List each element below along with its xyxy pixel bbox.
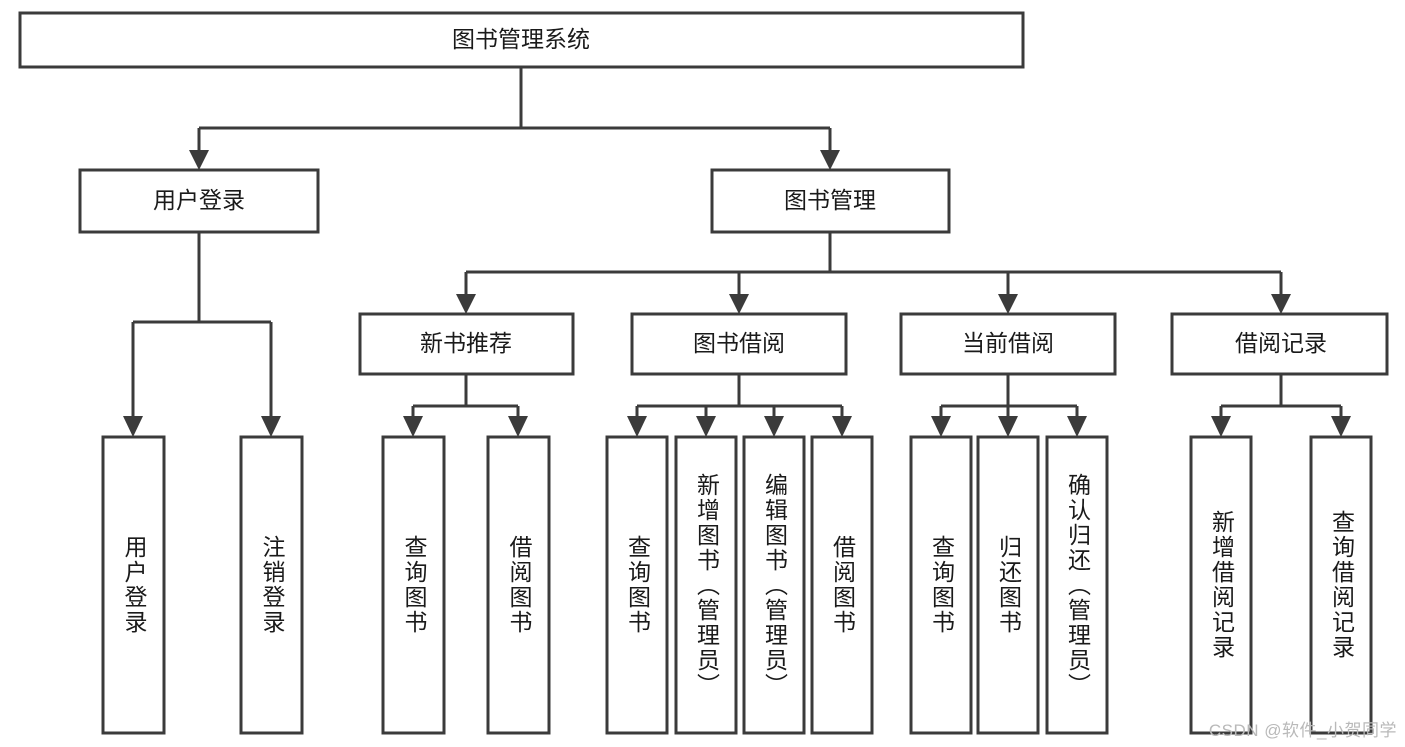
leaf-box-query-book-3[interactable] — [909, 435, 973, 735]
node-new-book-recommend[interactable]: 新书推荐 — [358, 312, 575, 376]
leaf-box-add-record[interactable] — [1189, 435, 1253, 735]
leaf-box-edit-book[interactable] — [742, 435, 806, 735]
arrow-br-l2 — [1331, 416, 1351, 437]
leaf-group-new-book-recommend — [381, 435, 551, 735]
node-root-box[interactable] — [18, 11, 1025, 69]
node-current-borrow[interactable]: 当前借阅 — [899, 312, 1117, 376]
node-book-manage[interactable]: 图书管理 — [710, 168, 951, 234]
leaf-box-borrow-book-2[interactable] — [810, 435, 874, 735]
node-current-borrow-label: 当前借阅 — [962, 330, 1054, 356]
arrow-nbr-l2 — [508, 416, 528, 437]
connector-group-user-login — [123, 232, 281, 437]
node-root[interactable]: 图书管理系统 — [18, 11, 1025, 69]
arrow-cb-l1 — [931, 416, 951, 437]
leaf-box-query-book-1[interactable] — [381, 435, 446, 735]
node-user-login-box[interactable] — [78, 168, 320, 234]
arrow-root-to-book-manage — [820, 150, 840, 170]
arrow-bm-c4 — [1271, 294, 1291, 314]
leaf-box-query-record[interactable] — [1309, 435, 1373, 735]
arrow-br-l1 — [1211, 416, 1231, 437]
leaf-box-confirm-return[interactable] — [1045, 435, 1109, 735]
arrow-cb-l3 — [1067, 416, 1087, 437]
leaf-group-user-login — [101, 435, 304, 735]
connector-group-current-borrow — [931, 374, 1087, 437]
node-new-book-recommend-box[interactable] — [358, 312, 575, 376]
arrow-bb-l4 — [832, 416, 852, 437]
node-borrow-record-label: 借阅记录 — [1235, 330, 1327, 356]
arrow-nbr-l1 — [403, 416, 423, 437]
leaf-box-add-book[interactable] — [674, 435, 738, 735]
connector-group-root — [189, 67, 840, 170]
arrow-root-to-user-login — [189, 150, 209, 170]
arrow-bb-l1 — [627, 416, 647, 437]
watermark-text: CSDN @软件_小贺同学 — [1208, 721, 1397, 740]
node-borrow-record[interactable]: 借阅记录 — [1170, 312, 1389, 376]
node-new-book-recommend-label: 新书推荐 — [420, 330, 512, 356]
connector-group-book-manage — [456, 232, 1291, 314]
arrow-user-login-l1 — [123, 416, 143, 437]
node-current-borrow-box[interactable] — [899, 312, 1117, 376]
leaf-group-book-borrow — [605, 435, 874, 735]
arrow-bm-c2 — [729, 294, 749, 314]
node-root-label: 图书管理系统 — [452, 26, 590, 52]
leaf-box-user-logout[interactable] — [239, 435, 304, 735]
leaf-box-query-book-2[interactable] — [605, 435, 669, 735]
leaf-box-user-login[interactable] — [101, 435, 166, 735]
leaf-group-borrow-record — [1189, 435, 1373, 735]
node-book-manage-label: 图书管理 — [784, 187, 876, 213]
node-book-borrow-box[interactable] — [630, 312, 848, 376]
arrow-bm-c3 — [998, 294, 1018, 314]
connector-group-borrow-record — [1211, 374, 1351, 437]
leaf-group-current-borrow — [909, 435, 1109, 735]
arrow-cb-l2 — [998, 416, 1018, 437]
connector-group-new-book-recommend — [403, 374, 528, 437]
node-user-login-label: 用户登录 — [153, 187, 245, 213]
arrow-user-login-l2 — [261, 416, 281, 437]
arrow-bb-l3 — [764, 416, 784, 437]
node-book-borrow[interactable]: 图书借阅 — [630, 312, 848, 376]
leaf-box-borrow-book-1[interactable] — [486, 435, 551, 735]
connector-group-book-borrow — [627, 374, 852, 437]
node-borrow-record-box[interactable] — [1170, 312, 1389, 376]
node-user-login[interactable]: 用户登录 — [78, 168, 320, 234]
node-book-manage-box[interactable] — [710, 168, 951, 234]
leaf-box-return-book[interactable] — [976, 435, 1040, 735]
arrow-bb-l2 — [696, 416, 716, 437]
arrow-bm-c1 — [456, 294, 476, 314]
node-book-borrow-label: 图书借阅 — [693, 330, 785, 356]
